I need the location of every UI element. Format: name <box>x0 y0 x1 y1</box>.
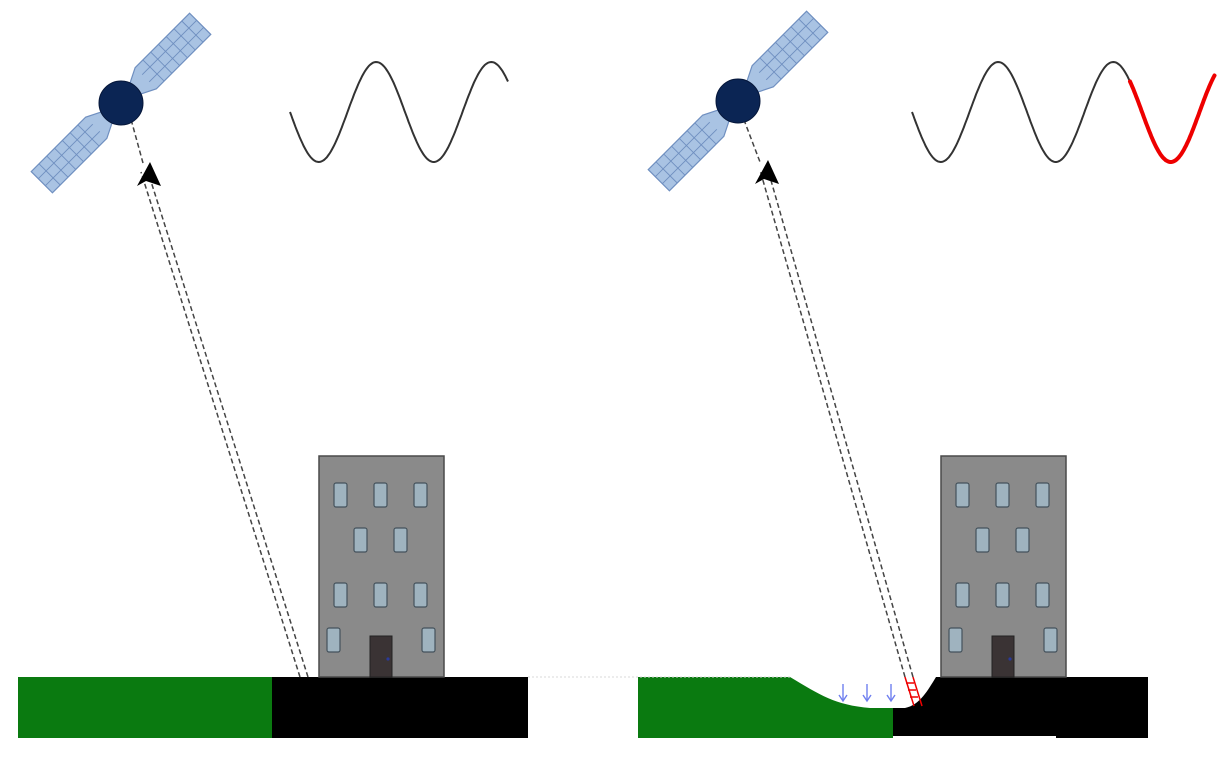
vegetation-ground-subsided <box>638 677 893 738</box>
ground-after <box>528 676 1148 738</box>
radar-signal-path <box>128 111 309 678</box>
panel-after <box>528 10 1217 738</box>
door <box>369 635 393 678</box>
solar-panel <box>128 12 212 96</box>
window <box>955 582 970 608</box>
solar-panel <box>30 110 114 194</box>
down-arrow-icon <box>862 684 872 703</box>
urban-ground <box>272 677 528 738</box>
window <box>975 527 990 553</box>
signal-arrowhead-icon <box>755 160 779 184</box>
window <box>413 482 428 508</box>
satellite-body <box>98 80 144 126</box>
satellite-icon <box>647 10 829 192</box>
window <box>413 582 428 608</box>
ground-before <box>18 677 528 738</box>
extra-path-segment <box>904 676 923 707</box>
reference-wave <box>911 60 1131 164</box>
window <box>1043 627 1058 653</box>
urban-ground-subsided <box>893 677 1148 738</box>
window <box>995 482 1010 508</box>
window <box>1015 527 1030 553</box>
building-icon <box>940 455 1067 678</box>
phase-wave-shifted <box>911 60 1217 164</box>
reference-wave <box>289 60 509 164</box>
window <box>421 627 436 653</box>
window <box>955 482 970 508</box>
signal-arrowhead-icon <box>137 162 161 186</box>
down-arrow-icon <box>886 684 896 703</box>
window <box>393 527 408 553</box>
window <box>326 627 341 653</box>
window <box>333 582 348 608</box>
window <box>948 627 963 653</box>
window <box>995 582 1010 608</box>
door-knob <box>386 657 390 661</box>
door-knob <box>1008 657 1012 661</box>
window <box>1035 582 1050 608</box>
vegetation-ground <box>18 677 272 738</box>
radar-signal-path-after <box>740 111 923 707</box>
phase-wave <box>289 60 509 164</box>
subsidence-arrows <box>838 684 896 703</box>
phase-shift-segment <box>1128 73 1217 164</box>
window <box>353 527 368 553</box>
window <box>1035 482 1050 508</box>
building-icon <box>318 455 445 678</box>
satellite-body <box>715 78 761 124</box>
panel-before <box>18 12 528 738</box>
window <box>373 482 388 508</box>
door <box>991 635 1015 678</box>
window <box>333 482 348 508</box>
down-arrow-icon <box>838 684 848 703</box>
solar-panel <box>745 10 829 94</box>
window <box>373 582 388 608</box>
satellite-icon <box>30 12 212 194</box>
